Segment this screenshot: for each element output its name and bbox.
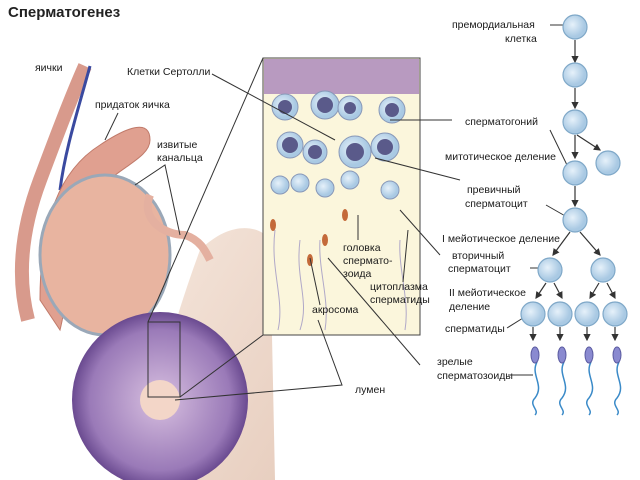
cell-stage-2 bbox=[562, 62, 588, 88]
label-primary-line1: превичный bbox=[467, 184, 521, 196]
mature-sperm bbox=[530, 346, 622, 416]
label-head-line3: зоида bbox=[343, 268, 372, 280]
label-primary-line2: сперматоцит bbox=[465, 198, 528, 210]
label-head-line2: спермато- bbox=[343, 255, 393, 267]
lineage-arrows bbox=[529, 40, 619, 342]
label-cytoplasm-line2: сперматиды bbox=[370, 294, 430, 306]
secondary-spermatocyte-cell bbox=[590, 257, 616, 283]
label-secondary-line2: сперматоцит bbox=[448, 263, 511, 275]
label-tubules-line1: извитые bbox=[157, 139, 197, 151]
label-sertoli-cells: Клетки Сертолли bbox=[127, 66, 211, 78]
label-tubules-line2: канальца bbox=[157, 152, 203, 164]
primary-spermatocyte-cell bbox=[562, 207, 588, 233]
label-testes: яички bbox=[35, 62, 63, 74]
label-epididymis: придаток яичка bbox=[95, 99, 170, 111]
label-mature-line2: сперматозоиды bbox=[437, 370, 513, 382]
spermatid-cell bbox=[547, 301, 573, 327]
spermatid-cell bbox=[574, 301, 600, 327]
spermatogonium-cell bbox=[562, 109, 588, 135]
label-primordial-line1: премордиальная bbox=[452, 19, 535, 31]
zoom-region-box bbox=[147, 321, 181, 398]
label-primordial-line2: клетка bbox=[505, 33, 537, 45]
spermatid-cell bbox=[602, 301, 628, 327]
tubule-cross-section bbox=[72, 312, 248, 480]
label-mature-line1: зрелые bbox=[437, 356, 473, 368]
label-meiosis-2-line1: II мейотическое bbox=[449, 287, 526, 299]
label-cytoplasm-line1: цитоплазма bbox=[370, 281, 428, 293]
label-meiosis-2-line2: деление bbox=[449, 301, 490, 313]
magnified-section bbox=[262, 57, 421, 336]
mitotic-daughter-cell bbox=[595, 150, 621, 176]
lineage-cells bbox=[520, 14, 628, 327]
label-meiosis-1: I мейотическое деление bbox=[442, 233, 560, 245]
label-spermatids: сперматиды bbox=[445, 323, 505, 335]
spermatic-cord bbox=[15, 63, 92, 322]
label-mitotic-division: митотическое деление bbox=[445, 151, 556, 163]
label-lumen: лумен bbox=[355, 384, 385, 396]
label-acrosome: акросома bbox=[312, 304, 359, 316]
spermatid-cell bbox=[520, 301, 546, 327]
cell-after-mitosis bbox=[562, 160, 588, 186]
primordial-cell bbox=[562, 14, 588, 40]
label-secondary-line1: вторичный bbox=[452, 250, 504, 262]
label-spermatogonium: сперматогоний bbox=[465, 116, 538, 128]
label-head-line1: головка bbox=[343, 242, 381, 254]
secondary-spermatocyte-cell bbox=[537, 257, 563, 283]
diagram-title: Сперматогенез bbox=[8, 4, 120, 21]
